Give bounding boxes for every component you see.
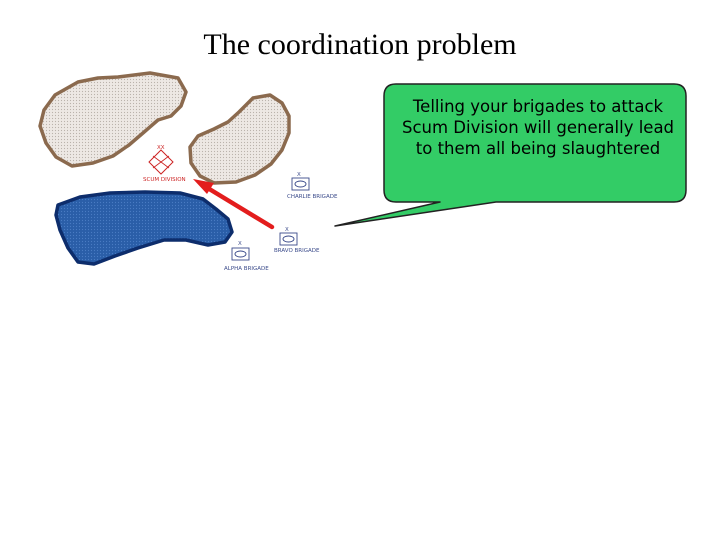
terrain-hill-right: [188, 93, 291, 185]
slide-title: The coordination problem: [203, 28, 517, 61]
attack-arrow: [193, 179, 275, 230]
bravo-unit-label: BRAVO BRIGADE: [274, 248, 320, 254]
bravo-echelon-marker: X: [285, 227, 289, 233]
bravo-brigade-symbol: X BRAVO BRIGADE: [274, 227, 320, 254]
enemy-division-symbol: XX SCUM DIVISION: [143, 145, 186, 183]
callout-text: Telling your brigades to attack Scum Div…: [401, 97, 675, 158]
lake: [54, 190, 234, 266]
alpha-echelon-marker: X: [238, 241, 242, 247]
alpha-brigade-symbol: X ALPHA BRIGADE: [224, 241, 269, 272]
charlie-unit-label: CHARLIE BRIGADE: [287, 194, 338, 200]
alpha-unit-label: ALPHA BRIGADE: [224, 266, 269, 272]
callout-balloon: [334, 83, 687, 227]
charlie-brigade-symbol: X CHARLIE BRIGADE: [287, 172, 338, 200]
enemy-unit-label: SCUM DIVISION: [143, 177, 186, 183]
enemy-echelon-marker: XX: [157, 145, 165, 151]
terrain-hill-left: [38, 71, 188, 168]
charlie-echelon-marker: X: [297, 172, 301, 178]
